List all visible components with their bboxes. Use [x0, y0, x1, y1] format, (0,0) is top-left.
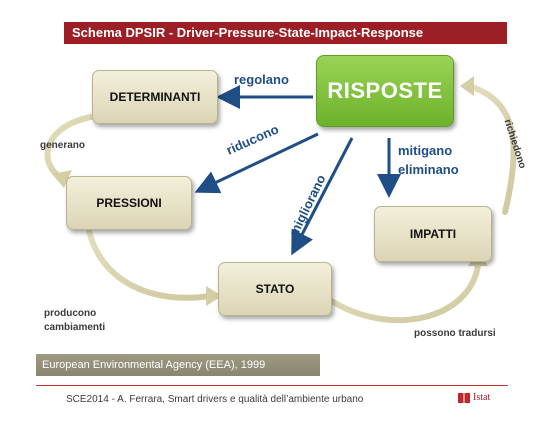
arrow-impatti-to-risposte	[465, 83, 517, 215]
label-mitigano: mitigano	[398, 143, 453, 158]
page-title: Schema DPSIR - Driver-Pressure-State-Imp…	[64, 22, 507, 44]
node-pressioni: PRESSIONI	[66, 176, 192, 230]
arrow-riducono	[194, 132, 319, 194]
arrow-stato-to-impatti	[327, 262, 481, 324]
label-cambiamenti: cambiamenti	[44, 322, 106, 333]
istat-logo-text: Istat	[473, 392, 491, 403]
label-regolano: regolano	[234, 72, 289, 87]
label-generano: generano	[40, 140, 86, 151]
arrowhead-pressioni	[52, 170, 72, 188]
arrow-migliorano	[291, 137, 354, 256]
curved-arrows	[44, 83, 517, 324]
istat-logo: Istat	[458, 392, 490, 403]
istat-logo-icon	[458, 392, 470, 403]
arrowhead-risposte	[460, 76, 474, 96]
blue-arrows	[194, 85, 401, 256]
arrow-pressioni-to-stato	[85, 223, 213, 301]
node-stato: STATO	[218, 262, 332, 316]
node-determinanti: DETERMINANTI	[92, 70, 218, 124]
label-eliminano: eliminano	[398, 162, 459, 177]
footer-divider	[36, 385, 508, 386]
arrow-determinanti-to-pressioni	[44, 113, 99, 181]
label-possono-tradursi: possono tradursi	[414, 328, 496, 339]
node-risposte: RISPOSTE	[316, 55, 454, 127]
node-impatti: IMPATTI	[374, 206, 492, 262]
label-producono: producono	[44, 308, 97, 319]
footer-text: SCE2014 - A. Ferrara, Smart drivers e qu…	[66, 394, 364, 405]
arrowhead-stato	[206, 286, 222, 306]
source-label: European Environmental Agency (EEA), 199…	[36, 354, 320, 376]
